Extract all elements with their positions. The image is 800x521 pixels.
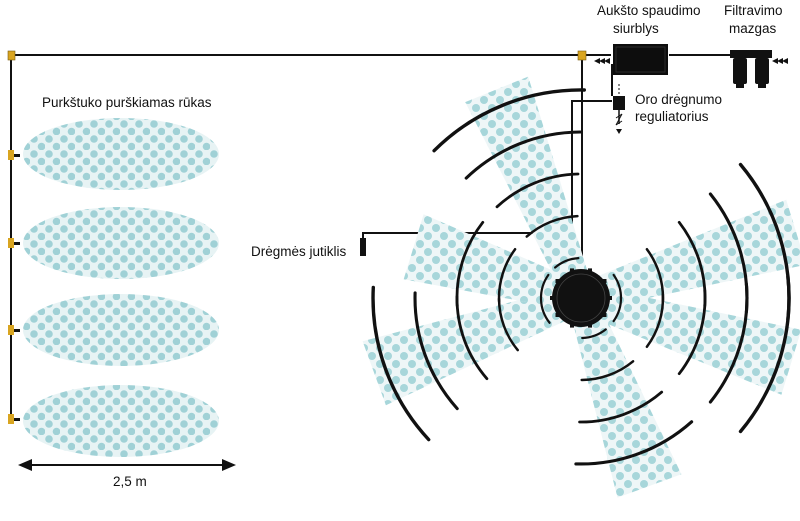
spray-arc [581, 328, 607, 340]
hub-nozzle [570, 268, 574, 273]
flow-direction-arrows-icon [594, 58, 788, 64]
filter-label-line2: mazgas [729, 21, 777, 36]
hub-nozzle [588, 323, 592, 328]
spray-arc [432, 88, 586, 153]
humidity-sensor-icon [360, 238, 366, 256]
spray-arc [413, 291, 459, 411]
pump-label-line2: siurblys [613, 21, 659, 36]
spray-arc [539, 273, 550, 300]
humidistat-label-line2: reguliatorius [635, 109, 709, 124]
nozzle-4 [8, 414, 20, 424]
mist-fan-icon [550, 268, 612, 328]
hub-nozzle [602, 279, 607, 283]
nozzle-3 [8, 325, 20, 335]
filter-cartridge-icon [730, 50, 772, 88]
spray-arc [497, 297, 519, 352]
spray-arc [578, 390, 664, 424]
spray-arcs [371, 88, 791, 466]
dimension-arrow [18, 459, 236, 471]
nozzle-1 [8, 150, 20, 160]
hub-nozzle [555, 279, 560, 283]
nozzle-2 [8, 238, 20, 248]
spray-arc [580, 360, 635, 382]
spray-arc [645, 293, 665, 349]
spray-arc [677, 288, 707, 376]
sensor-label: Drėgmės jutiklis [251, 244, 347, 259]
spray-arc [554, 257, 580, 269]
spray-arc [371, 285, 431, 442]
spray-arc [574, 420, 694, 466]
spray-arc [525, 214, 579, 238]
filter-label-line1: Filtravimo [724, 3, 783, 18]
spray-arc [464, 130, 582, 180]
humidistat-label-line1: Oro drėgnumo [635, 92, 722, 107]
hub-nozzle [570, 323, 574, 328]
hub-nozzle [555, 313, 560, 317]
mist-clouds [23, 118, 219, 457]
dimension-label: 2,5 m [113, 474, 147, 489]
hub-nozzle [550, 296, 554, 300]
pump-label-line1: Aukšto spaudimo [597, 3, 701, 18]
pump-icon [613, 44, 668, 75]
hub-nozzle [608, 296, 612, 300]
spray-arc [497, 247, 517, 303]
spray-arc [539, 298, 551, 324]
spray-arc [455, 220, 485, 308]
spray-arc [495, 172, 580, 209]
hub-nozzle [588, 268, 592, 273]
fan-blades [362, 76, 800, 498]
mist-label: Purkštuko purškiamas rūkas [42, 95, 212, 110]
hub-nozzle [602, 313, 607, 317]
spray-arc [708, 282, 749, 404]
spray-arc [612, 296, 623, 323]
humidistat-icon [613, 84, 625, 134]
spray-arc [738, 274, 791, 434]
nozzle-fittings [7, 50, 587, 424]
